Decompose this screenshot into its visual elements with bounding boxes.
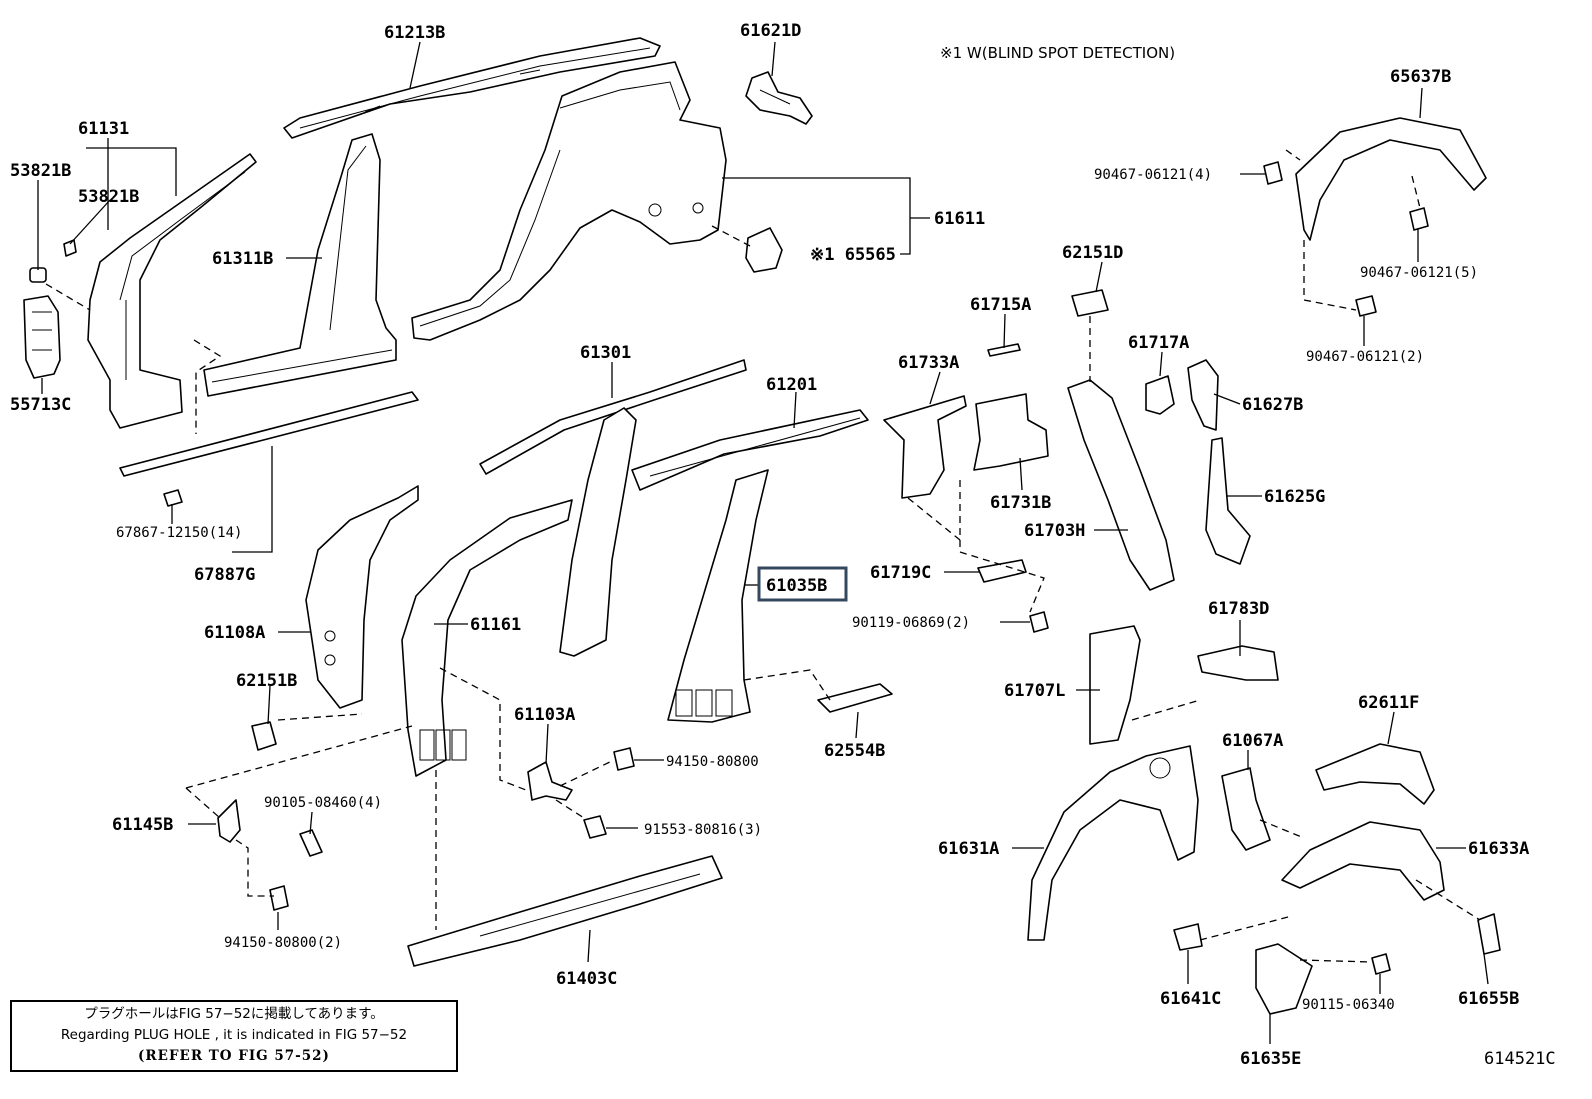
wheelhouse-outer-61633A-drawing [1221, 743, 1445, 901]
label-91553-80816: 91553-80816(3) [644, 822, 762, 838]
leader-lines [37, 41, 1489, 1044]
part-labels: 61213B 61621D ※1 W(BLIND SPOT DETECTION)… [10, 21, 1529, 1069]
label-61707L: 61707L [1004, 681, 1065, 701]
extensions-61627B-61625G-drawing [1187, 359, 1251, 565]
label-61633A: 61633A [1468, 839, 1529, 859]
label-61733A: 61733A [898, 353, 959, 373]
fasteners-drawing [269, 747, 635, 911]
roof-rail-61213B-drawing [283, 37, 661, 139]
inner-panels-61733A-61731B-drawing [883, 343, 1049, 633]
label-61611: 61611 [934, 209, 985, 229]
label-94150-80800-a: 94150-80800 [666, 754, 759, 770]
label-53821B-a: 53821B [10, 161, 71, 181]
figure-id: 614521C [1484, 1049, 1556, 1069]
highlight-box [757, 566, 848, 602]
label-90119-06869: 90119-06869(2) [852, 615, 970, 631]
label-61403C: 61403C [556, 969, 617, 989]
label-65637B: 65637B [1390, 67, 1451, 87]
bracket-55713C-drawing [23, 295, 61, 379]
label-61703H: 61703H [1024, 521, 1085, 541]
pillar-inner-61161-drawing [401, 407, 637, 777]
small-parts-61641C-61655B-61635E-drawing [1173, 913, 1501, 1015]
label-61641C: 61641C [1160, 989, 1221, 1009]
label-61213B: 61213B [384, 23, 445, 43]
reference-note-refer: (REFER TO FIG 57-52) [138, 1048, 330, 1064]
label-61067A: 61067A [1222, 731, 1283, 751]
label-61631A: 61631A [938, 839, 999, 859]
assembly-dashed-lines [45, 149, 1481, 963]
block-62151D-drawing [1071, 289, 1109, 317]
label-61719C: 61719C [870, 563, 931, 583]
label-67867-12150: 67867-12150(14) [116, 525, 242, 541]
quarter-inner-61703H-drawing [1067, 379, 1175, 591]
center-pillar-61035B-drawing [667, 469, 769, 723]
label-61655B: 61655B [1458, 989, 1519, 1009]
label-61103A: 61103A [514, 705, 575, 725]
label-62611F: 62611F [1358, 693, 1419, 713]
moulding-67887G-drawing [119, 391, 419, 507]
block-62554B-drawing [817, 683, 893, 713]
label-61108A: 61108A [204, 623, 265, 643]
label-62151B: 62151B [236, 671, 297, 691]
bracket-61621D-drawing [745, 71, 813, 125]
label-90467-4: 90467-06121(4) [1094, 167, 1212, 183]
liner-65637B-drawing [1263, 117, 1487, 317]
label-53821B-b: 53821B [78, 187, 139, 207]
reference-note-english: Regarding PLUG HOLE , it is indicated in… [60, 1027, 408, 1043]
label-61131: 61131 [78, 119, 129, 139]
wheelhouse-61631A-drawing [1027, 745, 1199, 941]
label-55713C: 55713C [10, 395, 71, 415]
label-61635E: 61635E [1240, 1049, 1301, 1069]
label-61145B: 61145B [112, 815, 173, 835]
note-marker: ※1 W(BLIND SPOT DETECTION) [940, 44, 1175, 62]
front-pillar-61131-drawing [87, 153, 257, 429]
label-90467-5: 90467-06121(5) [1360, 265, 1478, 281]
label-90115-06340: 90115-06340 [1302, 997, 1395, 1013]
label-62554B: 62554B [824, 741, 885, 761]
label-61625G: 61625G [1264, 487, 1325, 507]
label-61621D: 61621D [740, 21, 801, 41]
block-62151B-drawing [251, 721, 277, 751]
label-67887G: 67887G [194, 565, 255, 585]
bracket-61103A-drawing [527, 761, 573, 801]
reference-note-box: プラグホールはFIG 57−52に掲載してあります。 Regarding PLU… [10, 1000, 458, 1072]
label-61783D: 61783D [1208, 599, 1269, 619]
label-62151D: 62151D [1062, 243, 1123, 263]
label-61201: 61201 [766, 375, 817, 395]
label-61161: 61161 [470, 615, 521, 635]
panel-61707L-drawing [1089, 625, 1141, 745]
label-61301: 61301 [580, 343, 631, 363]
roof-strip-61301-drawing [479, 359, 747, 475]
bracket-61717A-drawing [1145, 375, 1175, 415]
label-94150-80800-2: 94150-80800(2) [224, 935, 342, 951]
label-61311B: 61311B [212, 249, 273, 269]
bracket-61145B-drawing [217, 799, 241, 843]
label-61731B: 61731B [990, 493, 1051, 513]
block-61783D-drawing [1197, 645, 1279, 681]
rocker-inner-61403C-drawing [407, 855, 723, 967]
bracket-65565-drawing [745, 227, 783, 273]
label-65565: ※1 65565 [810, 245, 896, 265]
label-90467-2: 90467-06121(2) [1306, 349, 1424, 365]
quarter-panel-61611-drawing [411, 61, 727, 341]
clip-53821B-drawing [29, 239, 77, 283]
label-61717A: 61717A [1128, 333, 1189, 353]
rocker-61311B-drawing [203, 133, 397, 397]
label-90105-08460: 90105-08460(4) [264, 795, 382, 811]
label-61715A: 61715A [970, 295, 1031, 315]
label-61627B: 61627B [1242, 395, 1303, 415]
reference-note-japanese: プラグホールはFIG 57−52に掲載してあります。 [84, 1006, 384, 1022]
roof-inner-61201-drawing [631, 409, 869, 491]
label-61035B: 61035B [766, 576, 827, 596]
pillar-reinf-61108A-drawing [305, 485, 419, 709]
